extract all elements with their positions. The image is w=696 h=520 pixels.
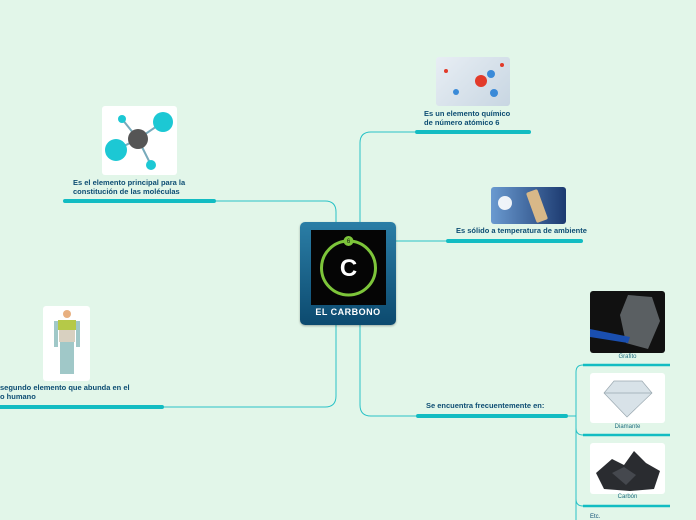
topic-atomic-number[interactable]: Es un elemento químico de número atómico… xyxy=(424,109,510,127)
atoms-image xyxy=(436,57,510,106)
topic-human-body[interactable]: segundo elemento que abunda en el o huma… xyxy=(0,383,130,401)
subtopic-coal[interactable]: Carbón xyxy=(617,494,638,500)
topic-label: Es el elemento principal para la xyxy=(73,178,186,187)
svg-text:6: 6 xyxy=(347,239,351,245)
graphite-image xyxy=(590,291,665,353)
topic-label: o humano xyxy=(0,392,36,401)
molecule-image xyxy=(102,106,177,175)
central-title: EL CARBONO xyxy=(315,307,381,317)
topic-label: segundo elemento que abunda en el xyxy=(0,383,130,392)
svg-text:C: C xyxy=(340,255,357,282)
subtopic-graphite[interactable]: Grafito xyxy=(618,354,637,360)
topic-label: constitución de las moléculas xyxy=(73,187,180,196)
topic-label: Es un elemento químico xyxy=(424,109,511,118)
central-topic[interactable]: 6 C EL CARBONO xyxy=(300,222,396,325)
subtopic-etc[interactable]: Etc. xyxy=(590,514,601,520)
carbon-element-image: 6 C xyxy=(311,230,386,305)
topic-solid[interactable]: Es sólido a temperatura de ambiente xyxy=(456,226,587,235)
subtopic-diamond[interactable]: Diamante xyxy=(614,424,641,430)
topic-molecules[interactable]: Es el elemento principal para la constit… xyxy=(73,178,185,196)
topic-found-in[interactable]: Se encuentra frecuentemente en: xyxy=(426,401,545,410)
thermometer-image xyxy=(491,187,566,224)
coal-image xyxy=(590,443,665,494)
topic-label: de número atómico 6 xyxy=(424,118,500,127)
diamond-image xyxy=(590,373,665,423)
human-body-image xyxy=(43,306,90,381)
